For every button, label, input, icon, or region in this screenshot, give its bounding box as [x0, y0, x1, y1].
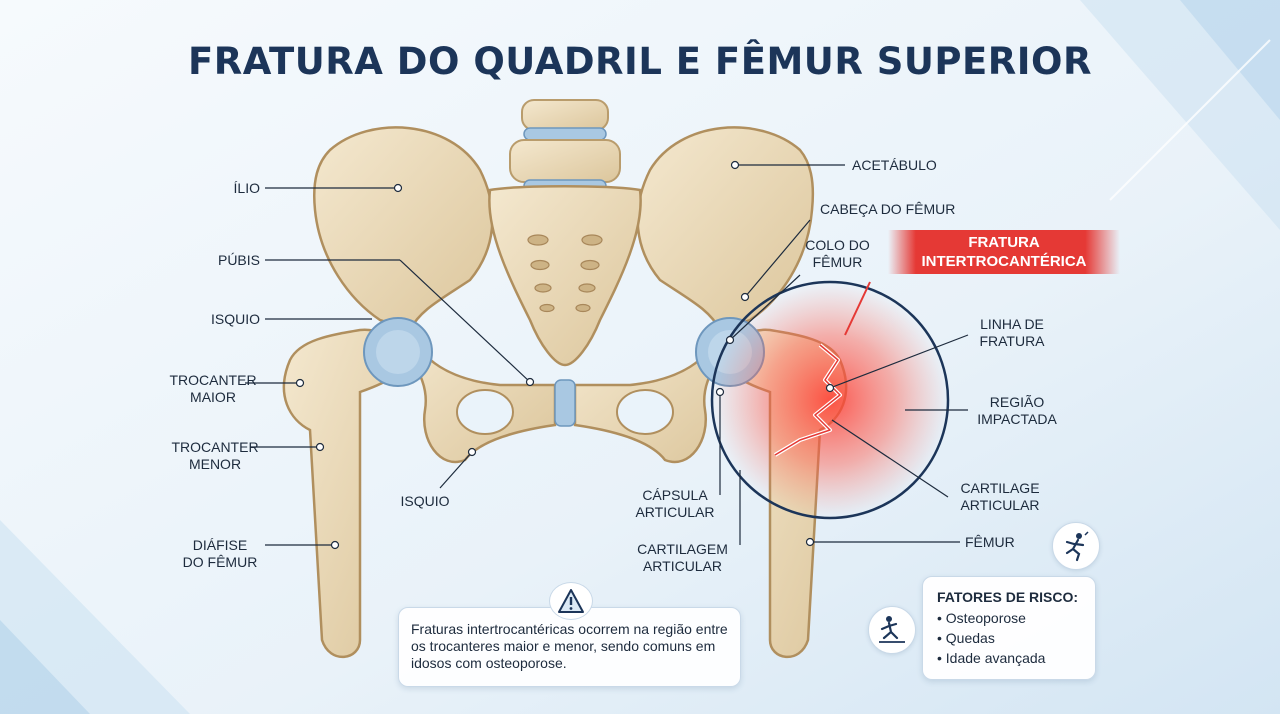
label-ilio: ÍLIO	[233, 180, 260, 196]
label-acetabulo: ACETÁBULO	[852, 157, 937, 173]
label-isquio-center: ISQUIO	[400, 493, 450, 509]
label-femur: FÊMUR	[965, 534, 1015, 550]
label-capsula-articular: CÁPSULA ARTICULAR	[635, 487, 715, 520]
label-linha-fratura: LINHA DE FRATURA	[979, 316, 1045, 349]
label-pubis: PÚBIS	[217, 252, 260, 268]
warning-icon	[549, 582, 593, 620]
risk-item: Quedas	[937, 628, 1081, 648]
fracture-badge: FRATURA INTERTROCANTÉRICA	[888, 230, 1120, 274]
label-diafise: DIÁFISE DO FÊMUR	[182, 537, 258, 570]
label-trocanter-menor: TROCANTER MENOR	[171, 439, 259, 472]
label-isquio-left: ISQUIO	[210, 311, 260, 327]
label-regiao-impactada: REGIÃO IMPACTADA	[977, 394, 1057, 427]
falling-person-icon	[1052, 522, 1100, 570]
label-cartilagem-articular: CARTILAGEM ARTICULAR	[637, 541, 728, 574]
risk-item: Osteoporose	[937, 608, 1081, 628]
risk-heading: FATORES DE RISCO:	[937, 589, 1079, 605]
info-note: Fraturas intertrocantéricas ocorrem na r…	[398, 607, 741, 687]
risk-item: Idade avançada	[937, 648, 1081, 668]
risk-list: Osteoporose Quedas Idade avançada	[937, 608, 1081, 668]
label-colo-femur: COLO DO FÊMUR	[805, 237, 870, 270]
risk-factors-box: FATORES DE RISCO: Osteoporose Quedas Ida…	[922, 576, 1096, 680]
label-trocanter-maior: TROCANTER MAIOR	[169, 372, 257, 405]
page-title: FRATURA DO QUADRIL E FÊMUR SUPERIOR	[187, 40, 1093, 83]
label-cartilage-articular: CARTILAGE ARTICULAR	[960, 480, 1040, 513]
label-cabeca-femur: CABEÇA DO FÊMUR	[820, 201, 956, 217]
slipping-person-icon	[868, 606, 916, 654]
